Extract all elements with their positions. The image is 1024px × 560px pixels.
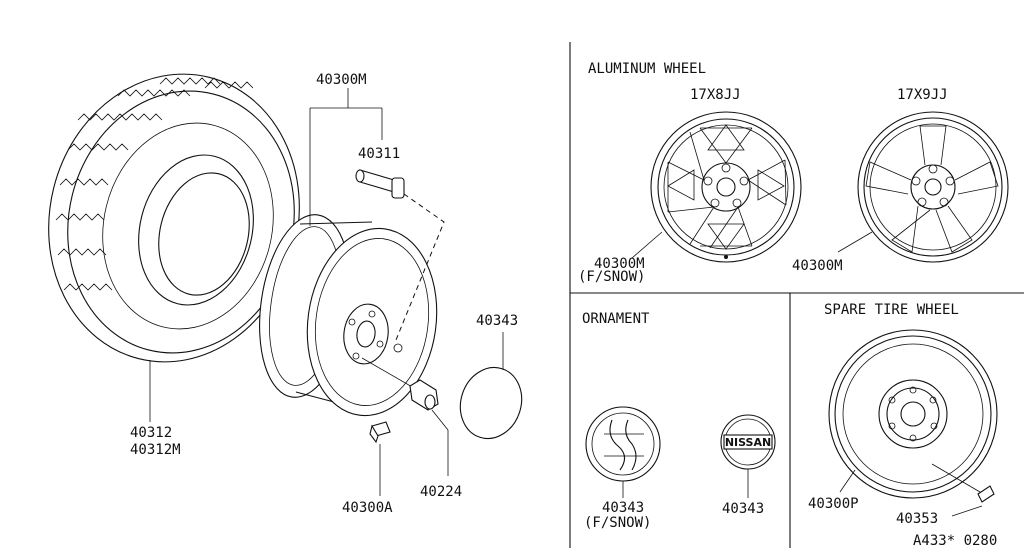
size-17x9jj: 17X9JJ [897,87,948,103]
bracket-40300m [309,88,383,226]
steel-wheel-drawing [259,214,438,417]
label-40312m: 40312M [130,442,181,458]
label-40312: 40312 [130,425,172,441]
weight-drawing [369,421,391,444]
section-title-ornament: ORNAMENT [582,311,650,327]
section-dividers [569,42,1024,548]
label-alu1-note: (F/SNOW) [578,269,645,285]
valve-drawing [355,169,405,199]
nut-drawing [361,357,439,411]
label-40311: 40311 [358,146,400,162]
label-40353: 40353 [896,511,938,527]
size-17x8jj: 17X8JJ [690,87,741,103]
section-title-aluminum: ALUMINUM WHEEL [588,61,706,77]
label-40300a: 40300A [342,500,393,516]
alu-wheel-spoke-drawing [857,111,1009,263]
label-40300p: 40300P [808,496,859,512]
ornament-1-drawing [585,406,661,482]
diagram-id: A433* 0280 [913,533,997,549]
alu-wheel-mesh-drawing [650,111,802,263]
label-40343-cap: 40343 [476,313,518,329]
label-40300m: 40300M [316,72,367,88]
label-orn1-note: (F/SNOW) [584,515,651,531]
label-40300m-alu2: 40300M [792,258,843,274]
tire-drawing [48,73,300,363]
ornament-nissan-drawing: NISSAN [720,414,776,470]
section-title-spare: SPARE TIRE WHEEL [824,302,959,318]
label-40343-orn2: 40343 [722,501,764,517]
spare-wheel-drawing [828,329,998,503]
nissan-logo-text: NISSAN [725,436,771,449]
label-40224: 40224 [420,484,462,500]
label-40343-orn1: 40343 [602,500,644,516]
cap-drawing [459,366,523,440]
label-40300m-alu1: 40300M [594,256,645,272]
